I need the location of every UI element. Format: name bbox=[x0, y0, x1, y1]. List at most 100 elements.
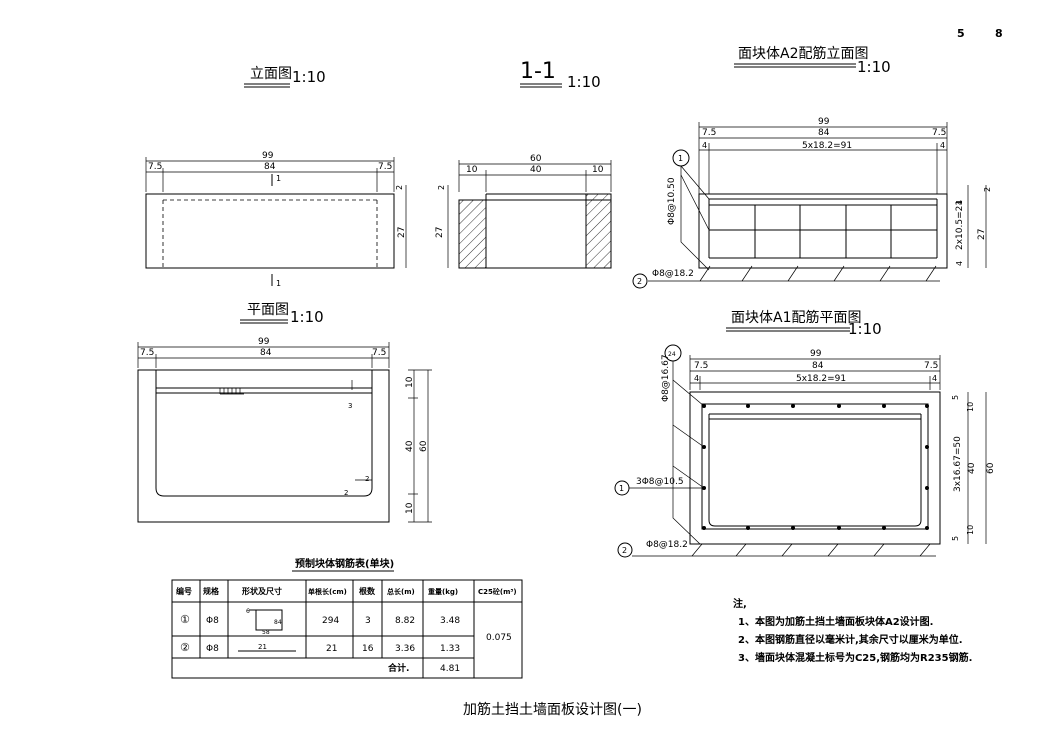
note-2: 2、本图钢筋直径以毫米计,其余尺寸以厘米为单位. bbox=[738, 633, 963, 646]
elev-dim-99: 99 bbox=[262, 151, 274, 161]
sec-dim-10-right: 10 bbox=[592, 165, 604, 175]
elev-dim-27: 27 bbox=[397, 227, 407, 238]
r1-count: 3 bbox=[365, 616, 371, 626]
re-callout-2: 2 bbox=[637, 277, 642, 286]
plan-dim-75-right: 7.5 bbox=[372, 348, 386, 358]
plan-dim-99: 99 bbox=[258, 337, 270, 347]
plan-dim-10-top: 10 bbox=[405, 376, 415, 388]
plan-dim-10-bottom: 10 bbox=[405, 502, 415, 514]
rp-callout-2: 2 bbox=[622, 546, 627, 555]
elevation-scale: 1:10 bbox=[292, 68, 326, 86]
elevation-view: 立面图 1:10 99 7.5 84 7.5 1 1 2 27 bbox=[145, 66, 407, 288]
rp-dim-4-right: 4 bbox=[932, 374, 937, 383]
rp-dim-10-top: 10 bbox=[966, 402, 975, 412]
concrete-volume: 0.075 bbox=[486, 633, 512, 643]
r1-no: ① bbox=[180, 613, 190, 626]
r2-spec: Φ8 bbox=[206, 644, 219, 654]
rp-dim-60: 60 bbox=[986, 462, 996, 474]
r1-total: 8.82 bbox=[395, 616, 415, 626]
rp-dim-84: 84 bbox=[812, 361, 824, 371]
plan-dim-75-left: 7.5 bbox=[140, 348, 154, 358]
re-dim-99: 99 bbox=[818, 117, 830, 127]
rebar-plan-title: 面块体A1配筋平面图 bbox=[731, 309, 861, 326]
rp-dim-10-bottom: 10 bbox=[966, 525, 975, 535]
r1-shape-c: 58 bbox=[262, 629, 270, 636]
r2-length: 21 bbox=[326, 644, 337, 654]
rebar-table: 预制块体钢筋表(单块) 编号 规格 形状及尺寸 单根长(cm) 根数 总长(m)… bbox=[171, 557, 523, 679]
note-3: 3、墙面块体混凝土标号为C25,钢筋均为R235钢筋. bbox=[738, 651, 972, 664]
plan-dim-2b: 2 bbox=[344, 489, 348, 497]
r2-shape: 21 bbox=[258, 643, 267, 651]
rp-callout-1: 1 bbox=[619, 484, 624, 493]
note-1: 1、本图为加筋土挡土墙面板块体A2设计图. bbox=[738, 615, 933, 628]
plan-dim-60: 60 bbox=[419, 440, 429, 452]
r2-no: ② bbox=[180, 641, 190, 654]
cut-mark-bottom: 1 bbox=[276, 279, 281, 288]
plan-dim-2a: 2 bbox=[365, 475, 369, 483]
drawing-title: 加筋土挡土墙面板设计图(一) bbox=[463, 701, 642, 718]
notes-title: 注, bbox=[733, 597, 747, 610]
plan-dim-40: 40 bbox=[405, 440, 415, 452]
elev-dim-75-left: 7.5 bbox=[148, 162, 162, 172]
r2-weight: 1.33 bbox=[440, 644, 460, 654]
plan-scale: 1:10 bbox=[290, 308, 324, 326]
r1-shape-b: 84 bbox=[274, 619, 282, 626]
re-bar-1050: Φ8@10.50 bbox=[667, 177, 677, 225]
sum-weight: 4.81 bbox=[440, 664, 460, 674]
rebar-dots bbox=[702, 404, 929, 530]
r2-count: 16 bbox=[362, 644, 374, 654]
sec-dim-60: 60 bbox=[530, 154, 542, 164]
rp-dim-40: 40 bbox=[967, 462, 977, 474]
th-length: 单根长(cm) bbox=[308, 587, 347, 596]
rp-dim-5-bottom: 5 bbox=[951, 536, 960, 541]
rebar-elev-scale: 1:10 bbox=[857, 58, 891, 76]
page-total: 8 bbox=[995, 27, 1003, 40]
section-view: 1-1 1:10 60 10 40 10 2 27 bbox=[435, 59, 612, 269]
page-number: 5 bbox=[957, 27, 965, 40]
re-dim-5x182: 5x18.2=91 bbox=[802, 141, 852, 151]
rp-dim-5x182: 5x18.2=91 bbox=[796, 374, 846, 384]
r2-total: 3.36 bbox=[395, 644, 415, 654]
re-dim-4-left: 4 bbox=[702, 141, 707, 150]
th-spec: 规格 bbox=[203, 586, 220, 596]
plan-dim-84: 84 bbox=[260, 348, 272, 358]
table-title: 预制块体钢筋表(单块) bbox=[295, 557, 394, 570]
rebar-elev-title: 面块体A2配筋立面图 bbox=[738, 45, 868, 62]
sec-dim-2: 2 bbox=[437, 185, 446, 190]
th-weight: 重量(kg) bbox=[428, 587, 458, 596]
re-callout-1: 1 bbox=[678, 154, 683, 163]
re-dim-2: 2 bbox=[983, 187, 992, 192]
section-title: 1-1 bbox=[520, 59, 556, 84]
r1-weight: 3.48 bbox=[440, 616, 460, 626]
re-dim-27: 27 bbox=[977, 229, 987, 240]
rp-dim-99: 99 bbox=[810, 349, 822, 359]
rp-bar-1667: Φ8@16.67 bbox=[661, 354, 671, 402]
r1-shape-a: 6 bbox=[246, 608, 250, 615]
rp-bar-182: Φ8@18.2 bbox=[646, 540, 688, 550]
th-concrete: C25砼(m³) bbox=[478, 587, 517, 596]
rp-bar-3-105: 3Φ8@10.5 bbox=[636, 477, 684, 487]
re-bar-182: Φ8@18.2 bbox=[652, 269, 694, 279]
plan-title: 平面图 bbox=[247, 302, 289, 318]
rp-dim-75-left: 7.5 bbox=[694, 361, 708, 371]
re-dim-4-bottom: 4 bbox=[955, 261, 964, 266]
r1-length: 294 bbox=[322, 616, 339, 626]
elev-dim-2: 2 bbox=[395, 185, 404, 190]
rp-callout-24: 24 bbox=[668, 351, 676, 358]
r1-spec: Φ8 bbox=[206, 616, 219, 626]
re-dim-2x105: 2x10.5=21 bbox=[955, 200, 965, 250]
rebar-plan-view: 面块体A1配筋平面图 1:10 99 7.5 84 7.5 4 5x18.2=9… bbox=[614, 309, 996, 558]
th-no: 编号 bbox=[176, 586, 192, 596]
re-dim-75-right: 7.5 bbox=[932, 128, 946, 138]
re-dim-4-top: 4 bbox=[955, 200, 964, 205]
plan-dim-3: 3 bbox=[348, 402, 352, 410]
elevation-title: 立面图 bbox=[250, 66, 292, 82]
rp-dim-75-right: 7.5 bbox=[924, 361, 938, 371]
re-dim-84: 84 bbox=[818, 128, 830, 138]
sec-dim-40: 40 bbox=[530, 165, 542, 175]
re-dim-4-right: 4 bbox=[940, 141, 945, 150]
sec-dim-27: 27 bbox=[435, 227, 445, 238]
th-count: 根数 bbox=[359, 586, 376, 596]
rebar-elevation-view: 面块体A2配筋立面图 1:10 99 7.5 84 7.5 4 5x18.2=9… bbox=[632, 45, 992, 289]
